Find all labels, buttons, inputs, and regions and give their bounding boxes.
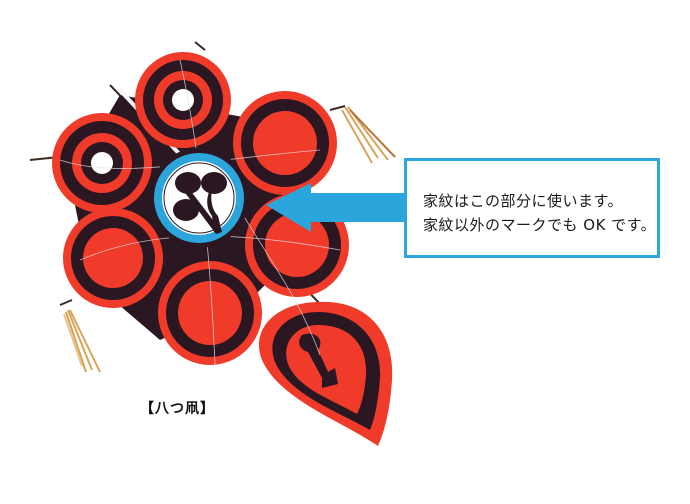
callout-text: 家紋はこの部分に使います。 家紋以外のマークでも OK です。 (423, 189, 656, 237)
kite-petal-bottom (158, 261, 262, 365)
kite-petal-top-right (233, 91, 337, 195)
left-arrow-icon (266, 183, 406, 232)
tree-leaf-family-crest-icon (173, 172, 227, 234)
tassel-left (63, 309, 101, 373)
kite-petal-top-left (52, 113, 152, 213)
callout-line-2: 家紋以外のマークでも OK です。 (423, 216, 657, 234)
kite-petal-left (63, 208, 163, 308)
callout-line-1: 家紋はこの部分に使います。 (423, 192, 624, 210)
family-crest-area (149, 148, 249, 248)
kite-petal-top (135, 52, 231, 148)
kite-caption: 【八つ凧】 (140, 401, 215, 417)
kite-petal-leaf (259, 301, 393, 446)
tassel-right (341, 106, 396, 164)
crest-explanation-callout: 家紋はこの部分に使います。 家紋以外のマークでも OK です。 (404, 158, 660, 258)
